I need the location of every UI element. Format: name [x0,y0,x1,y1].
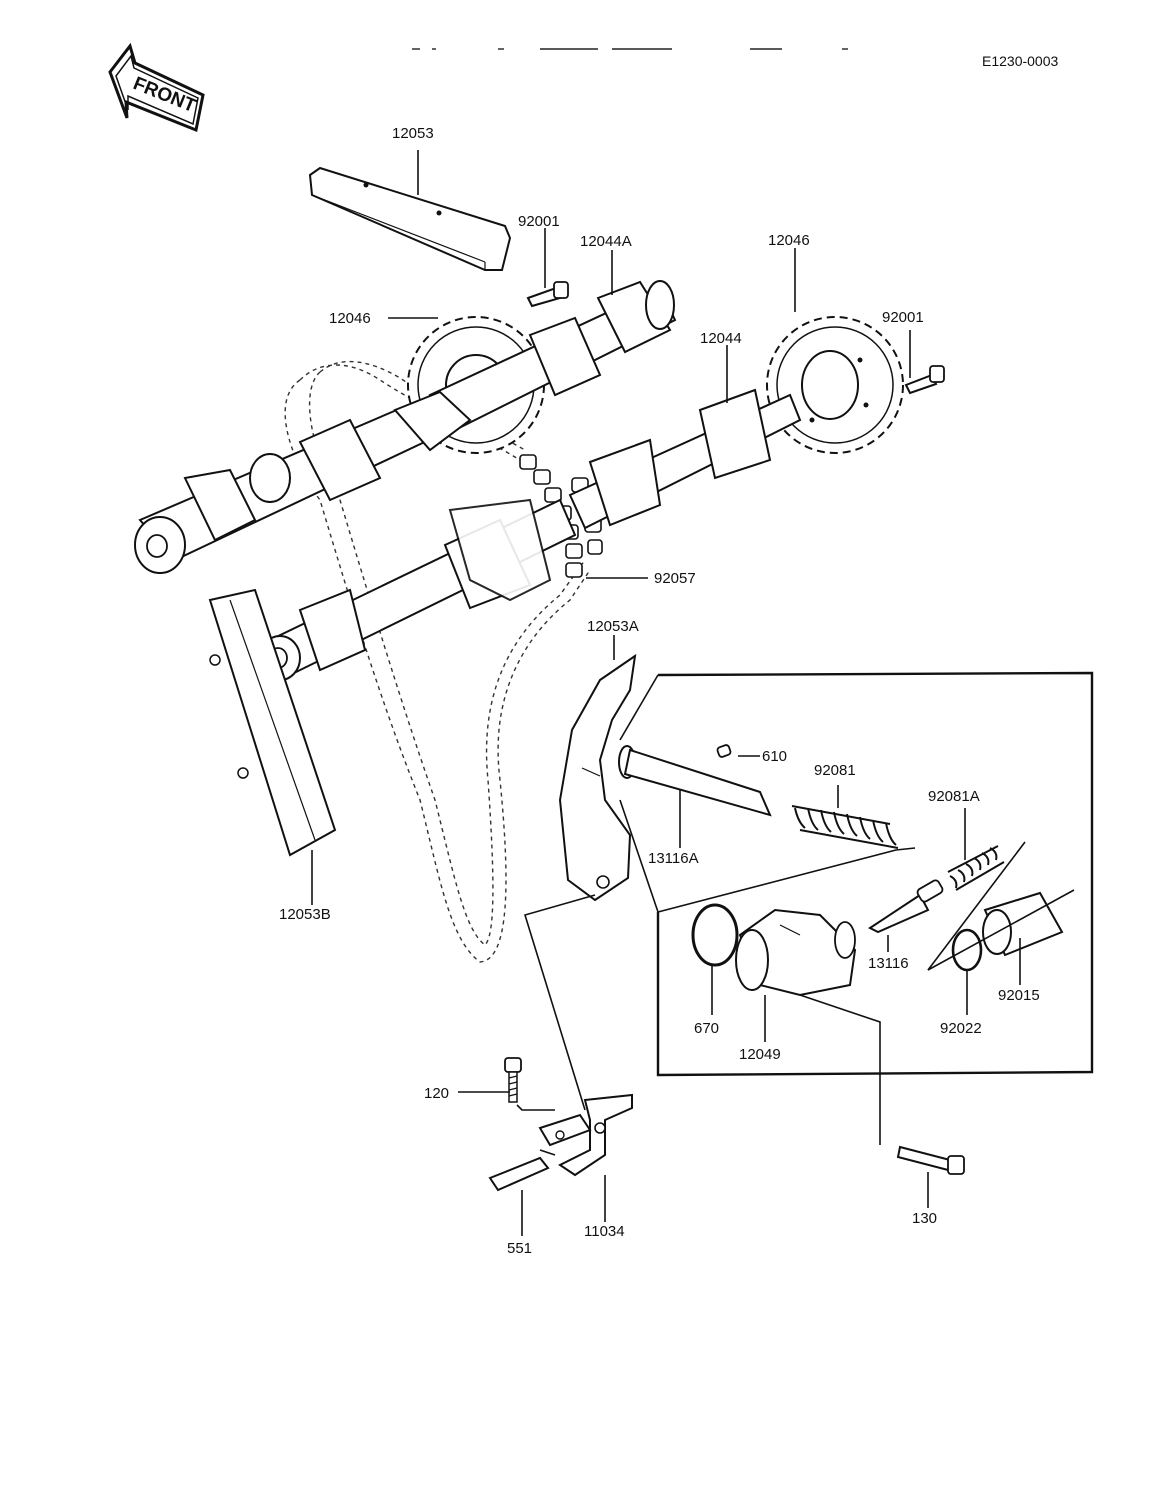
sprocket-right [766,316,904,454]
label-120: 120 [424,1085,449,1102]
label-12046-left: 12046 [329,310,371,327]
bolt-92001-right [904,365,945,395]
camshaft-12044 [259,388,802,681]
diagram-code: E1230-0003 [982,53,1059,69]
plunger-13116A [618,745,772,817]
label-12053A: 12053A [587,618,639,635]
label-92001-right: 92001 [882,309,924,326]
label-12049: 12049 [739,1046,781,1063]
leader-lines [311,150,1021,1236]
label-13116: 13116 [868,955,909,972]
label-610: 610 [762,748,787,765]
label-92022: 92022 [940,1020,982,1037]
tensioner-assembly-box [619,671,1094,1077]
tensioner-body [735,908,857,997]
bolt-130 [896,1145,965,1175]
pin-551 [488,1156,550,1192]
gasket-670 [691,903,739,967]
label-92081: 92081 [814,762,856,779]
camshaft-12044A [134,280,677,574]
label-92001-left: 92001 [518,213,560,230]
label-13116A: 13116A [648,850,699,867]
assembly-leaders [657,841,1075,971]
label-92015: 92015 [998,987,1040,1004]
chain-guide-upper [308,166,512,271]
spring-92081A [947,845,1005,891]
label-92057: 92057 [654,570,696,587]
label-130: 130 [912,1210,937,1227]
bolt-92001-left [526,281,569,308]
chain-guide-left [208,588,337,857]
part-labels: 12053 92001 12044A 12046 12046 92001 120… [279,125,1040,1257]
label-12044: 12044 [700,330,742,347]
label-12046-right: 12046 [768,232,810,249]
label-670: 670 [694,1020,719,1037]
label-92081A: 92081A [928,788,980,805]
bracket-11034 [538,1093,633,1177]
pin-610 [716,744,732,758]
washer-92022 [951,928,983,972]
spring-92081 [791,805,899,849]
label-12053: 12053 [392,125,434,142]
label-11034: 11034 [584,1223,625,1240]
front-arrow-icon: FRONT [108,42,205,133]
label-551: 551 [507,1240,532,1257]
bolt-120 [504,1057,522,1103]
label-12044A: 12044A [580,233,632,250]
tensioner-arm [558,653,637,902]
label-12053B: 12053B [279,906,331,923]
pin-13116 [868,879,944,934]
